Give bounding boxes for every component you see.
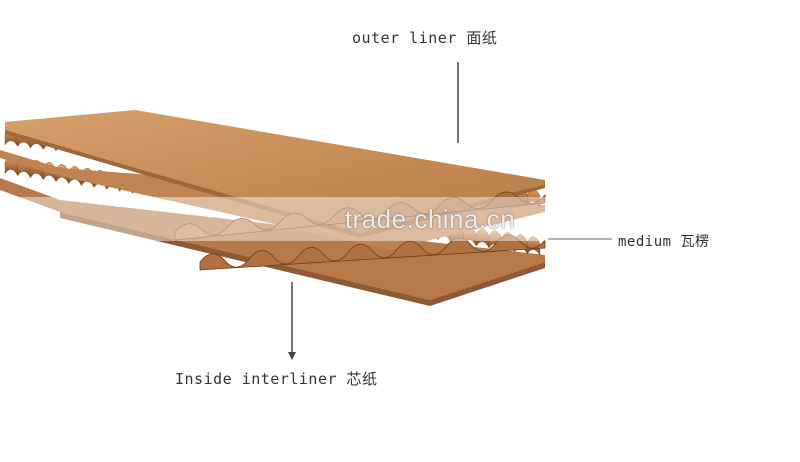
front-edge-lower-wave (199, 234, 546, 271)
inside-interliner-arrowhead (288, 352, 296, 360)
outer-liner-label: outer liner 面纸 (352, 29, 498, 47)
lower-flute-ridge (527, 236, 541, 257)
inside-interliner-layer (0, 178, 545, 306)
inside-interliner-label: Inside interliner 芯纸 (175, 370, 378, 388)
front-cut-edge (174, 191, 546, 271)
lower-flute-ridge (476, 228, 490, 249)
medium-label: medium 瓦楞 (618, 234, 710, 250)
outer-liner-layer (5, 110, 545, 238)
front-edge-upper-wave (174, 191, 546, 241)
